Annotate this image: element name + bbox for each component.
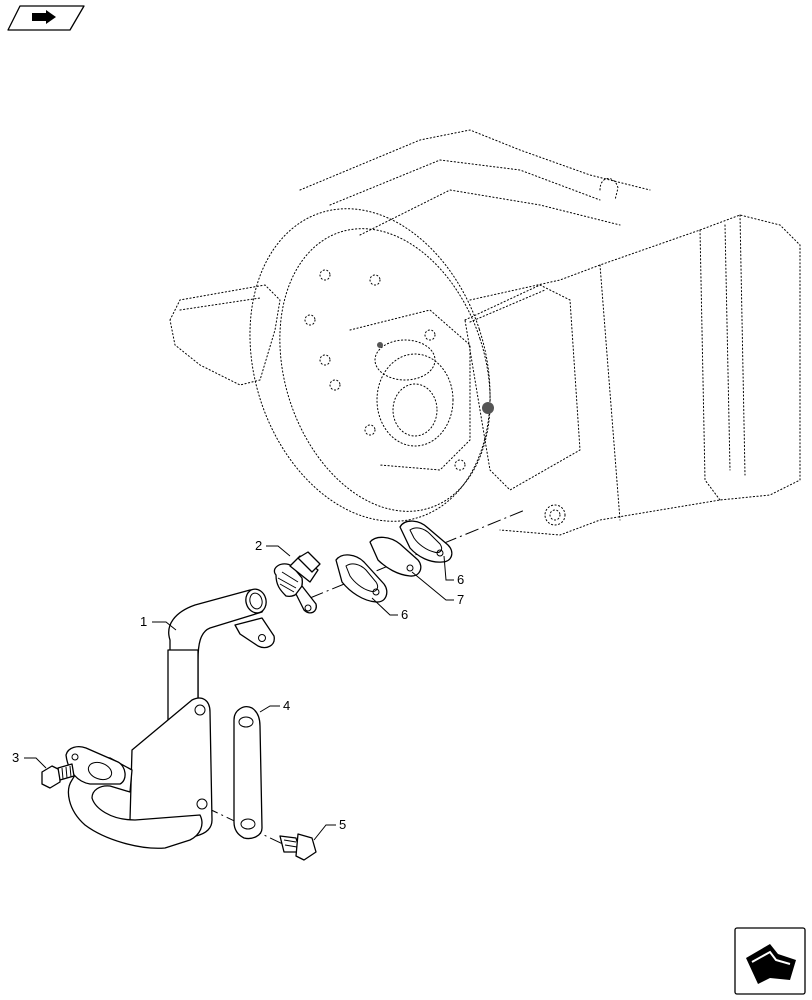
gasket-6-upper	[399, 520, 453, 563]
callout-3: 3	[12, 750, 19, 765]
valve-fitting-2	[273, 551, 321, 614]
callout-6-lower: 6	[401, 607, 408, 622]
support-strap-4	[233, 706, 263, 840]
callout-4: 4	[283, 698, 290, 713]
callout-5: 5	[339, 817, 346, 832]
gasket-7	[369, 536, 422, 577]
pipe-assembly-1	[65, 588, 275, 849]
callout-2: 2	[255, 538, 262, 553]
bolt-axis	[204, 806, 286, 846]
callout-1: 1	[140, 614, 147, 629]
callout-leaders	[24, 545, 454, 841]
gasket-6-lower	[335, 554, 388, 603]
bolt-3	[41, 763, 75, 789]
book-arrow-icon[interactable]	[7, 5, 85, 31]
assembly-axis	[309, 509, 526, 599]
next-page-arrow-icon[interactable]	[734, 927, 806, 995]
bolt-5	[279, 833, 317, 861]
callout-6-upper: 6	[457, 572, 464, 587]
engine-housing-phantom	[169, 129, 801, 536]
callout-7: 7	[457, 592, 464, 607]
